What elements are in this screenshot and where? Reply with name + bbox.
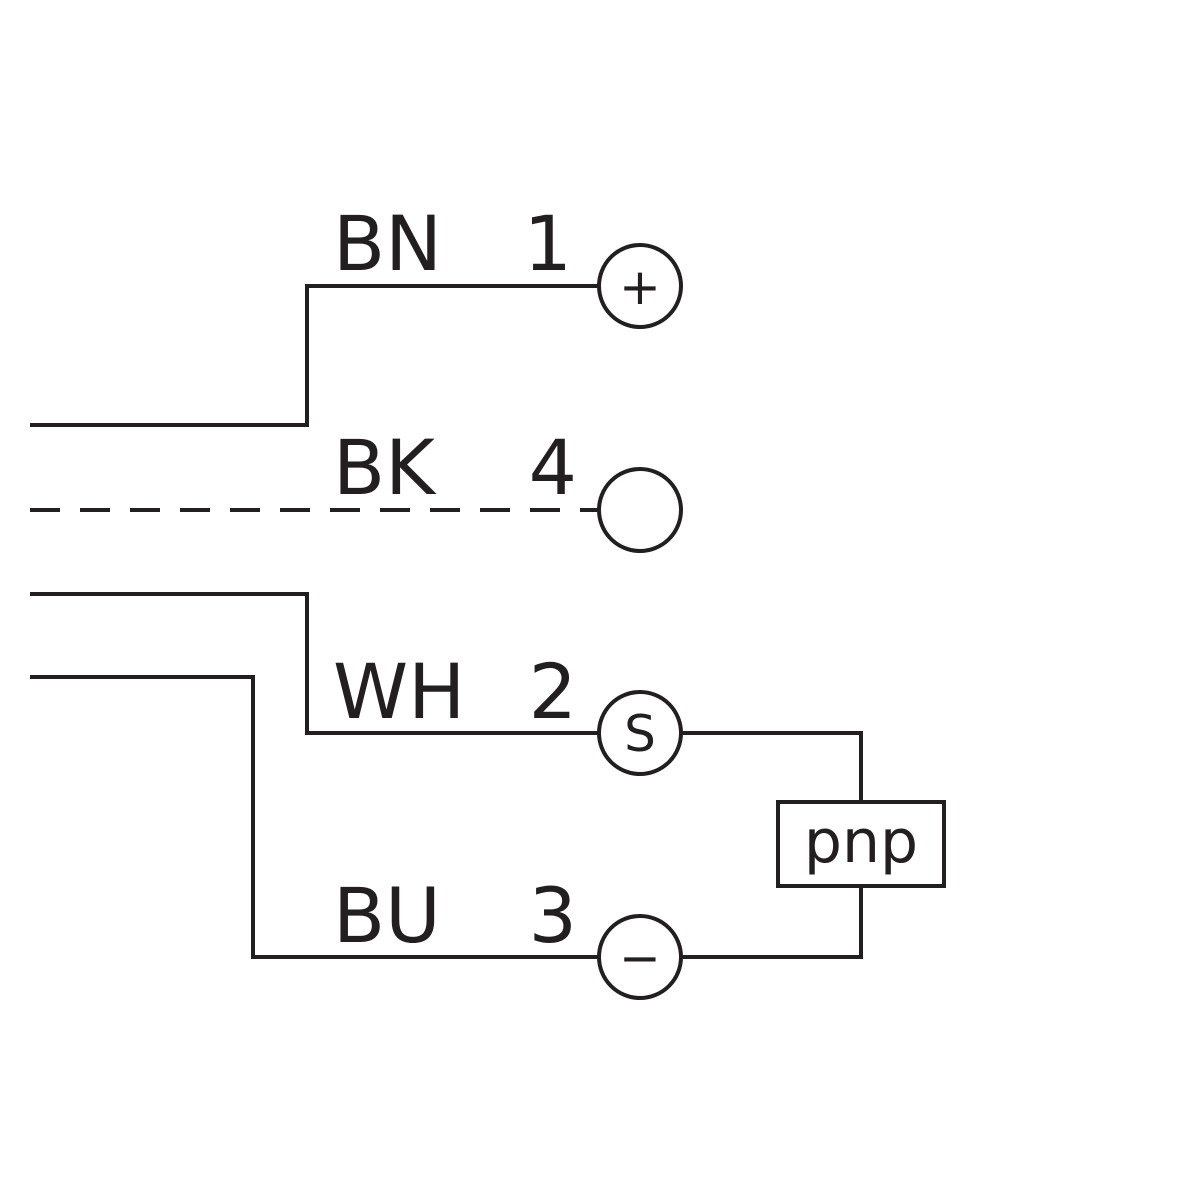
- wire-bn-line: [30, 284, 598, 427]
- terminal-3: [597, 914, 683, 1000]
- signal-to-pnp-line: [682, 731, 863, 802]
- terminal-1: [597, 243, 683, 329]
- pnp-block: [776, 800, 946, 888]
- wire-bk-label: BK: [333, 423, 437, 512]
- wire-bn-label: BN: [333, 199, 442, 288]
- wire-wh-label: WH: [333, 647, 465, 736]
- terminal-2: [597, 690, 683, 776]
- terminal-1-symbol: +: [619, 258, 661, 316]
- terminal-2-symbol: S: [624, 705, 656, 763]
- pin-2-label: 2: [529, 647, 577, 736]
- pin-4-label: 4: [529, 423, 577, 512]
- wire-bu-label: BU: [333, 871, 441, 960]
- pin-3-label: 3: [529, 871, 577, 960]
- wire-wh-line: [30, 592, 598, 735]
- terminal-4: [597, 467, 683, 553]
- pnp-to-negative-line: [682, 886, 863, 959]
- wire-bu-line: [30, 675, 598, 959]
- pin-1-label: 1: [524, 199, 572, 288]
- terminal-3-symbol: −: [619, 929, 661, 987]
- pnp-label: pnp: [804, 807, 918, 877]
